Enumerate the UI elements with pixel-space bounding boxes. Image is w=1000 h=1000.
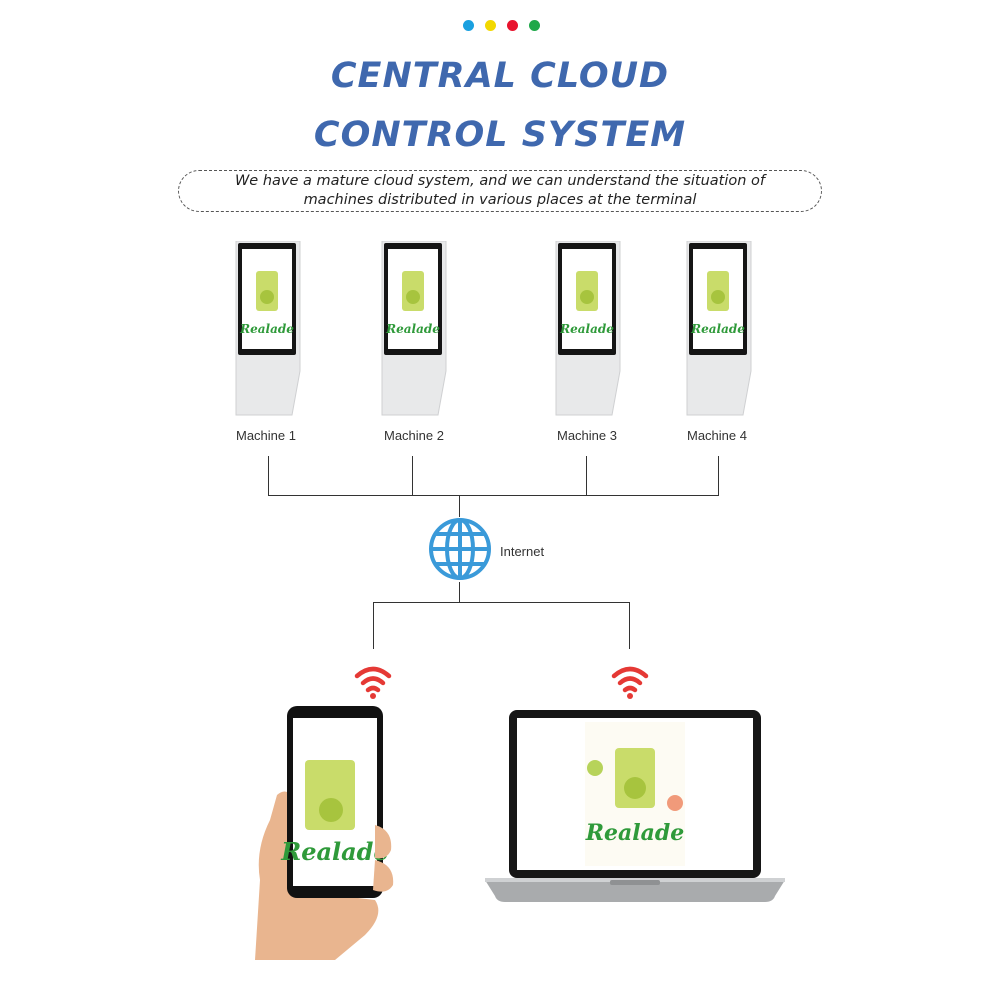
svg-text:Realade: Realade — [239, 322, 294, 336]
subtitle-frame — [178, 170, 822, 212]
machine-label-2: Machine 2 — [384, 428, 444, 443]
title-line-1: CENTRAL CLOUD — [330, 56, 670, 96]
connector-to-internet — [459, 495, 460, 517]
connector-laptop — [629, 602, 630, 649]
laptop-base — [485, 880, 785, 902]
machine-label-4: Machine 4 — [687, 428, 747, 443]
decorative-dots — [463, 20, 540, 31]
phone-screen-brand: Realade — [280, 837, 388, 866]
globe-icon — [429, 518, 491, 580]
subtitle-line-2: machines distributed in various places a… — [303, 192, 697, 208]
wifi-icon — [611, 666, 649, 699]
dot-yellow — [485, 20, 496, 31]
hand-fingers — [375, 825, 392, 859]
connector-machine-3 — [586, 456, 587, 496]
machine-label-1: Machine 1 — [236, 428, 296, 443]
internet-label: Internet — [500, 544, 545, 559]
connector-bottom-bus — [373, 602, 630, 603]
connector-top-bus — [268, 495, 719, 496]
kiosk-machine-2: Realade — [381, 241, 447, 416]
kiosk-machine-4: Realade — [686, 241, 752, 416]
title-line-2: CONTROL SYSTEM — [313, 115, 687, 155]
laptop-screen-brand: Realade — [585, 820, 685, 846]
subtitle: We have a mature cloud system, and we ca… — [178, 172, 822, 210]
connector-phone — [373, 602, 374, 649]
svg-text:Realade: Realade — [690, 322, 745, 336]
machine-label-3: Machine 3 — [557, 428, 617, 443]
phone-in-hand: Realade — [255, 706, 394, 960]
laptop: Realade — [485, 710, 785, 902]
dot-green — [529, 20, 540, 31]
svg-text:Realade: Realade — [559, 322, 614, 336]
connector-from-internet — [459, 582, 460, 602]
dot-red — [507, 20, 518, 31]
kiosk-machine-1: Realade — [235, 241, 301, 416]
connector-machine-2 — [412, 456, 413, 496]
kiosk-machine-3: Realade — [555, 241, 621, 416]
connector-machine-1 — [268, 456, 269, 496]
connector-machine-4 — [718, 456, 719, 496]
wifi-icon — [354, 666, 392, 699]
dot-blue — [463, 20, 474, 31]
hand — [255, 791, 379, 960]
svg-text:Realade: Realade — [385, 322, 440, 336]
subtitle-line-1: We have a mature cloud system, and we ca… — [234, 173, 766, 189]
